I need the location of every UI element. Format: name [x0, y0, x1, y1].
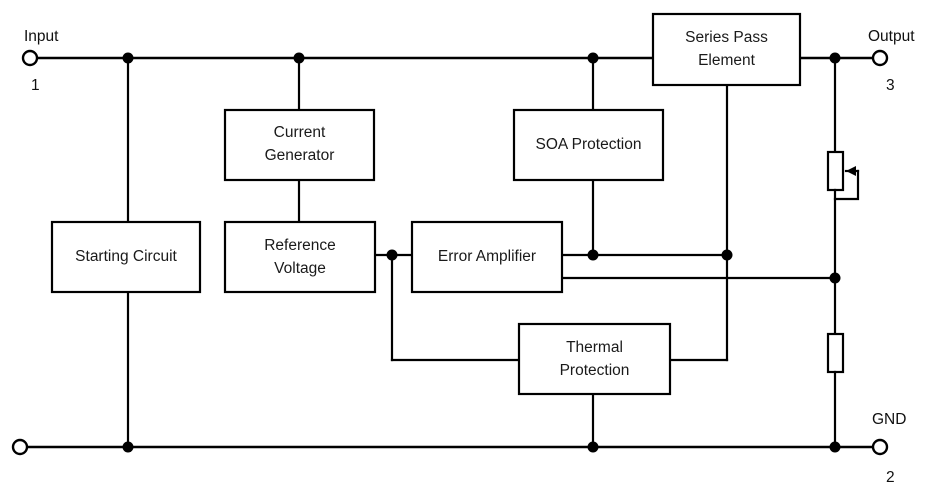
series-pass-element-label-line1: Series Pass	[685, 29, 768, 46]
block-starting-circuit[interactable]: Starting Circuit	[50, 220, 202, 294]
error-amplifier-label-line1: Error Amplifier	[438, 248, 536, 265]
output-terminal-circle[interactable]	[871, 49, 889, 67]
output-terminal-number: 3	[886, 77, 895, 94]
series-pass-element-label-line2: Element	[698, 52, 756, 69]
output-terminal-label: Output	[868, 28, 915, 45]
junction-soa-drive-node	[587, 249, 599, 261]
trimmer-wiper-return-wire	[833, 169, 860, 201]
thermal-protection-label-line2: Protection	[560, 362, 630, 379]
block-reference-voltage[interactable]: Reference Voltage	[223, 220, 377, 294]
input-rail-group	[21, 49, 653, 67]
series-pass-element-box[interactable]	[651, 12, 802, 87]
current-generator-label-line2: Generator	[265, 147, 335, 164]
thermal-protection-box[interactable]	[517, 322, 672, 396]
soa-protection-label-line1: SOA Protection	[536, 136, 642, 153]
input-terminal-number: 1	[31, 77, 40, 94]
starting-circuit-label-line1: Starting Circuit	[75, 248, 177, 265]
block-series-pass-element[interactable]: Series Pass Element	[651, 12, 802, 87]
soa-protection-box[interactable]	[512, 108, 665, 182]
gnd-terminal-circle-left[interactable]	[11, 438, 29, 456]
upper-resistor-body	[826, 150, 845, 192]
lower-resistor-body	[826, 332, 845, 374]
starting-circuit-box[interactable]	[50, 220, 202, 294]
input-terminal-label: Input	[24, 28, 59, 45]
block-error-amplifier[interactable]: Error Amplifier	[410, 220, 564, 294]
gnd-rail-group	[11, 438, 889, 456]
block-current-generator[interactable]: Current Generator	[223, 108, 376, 182]
block-thermal-protection[interactable]: Thermal Protection	[517, 322, 672, 396]
block-soa-protection[interactable]: SOA Protection	[512, 108, 665, 182]
gnd-terminal-label: GND	[872, 411, 906, 428]
error-amplifier-box[interactable]	[410, 220, 564, 294]
thermal-protection-label-line1: Thermal	[566, 339, 623, 356]
input-terminal-circle[interactable]	[21, 49, 39, 67]
current-generator-box[interactable]	[223, 108, 376, 182]
reference-voltage-label-line1: Reference	[264, 237, 336, 254]
junction-series-pass-drive-node	[721, 249, 733, 261]
reference-voltage-box[interactable]	[223, 220, 377, 294]
trimmer-wiper-arrowhead	[846, 166, 856, 176]
reference-voltage-label-line2: Voltage	[274, 260, 326, 277]
current-generator-label-line1: Current	[274, 124, 326, 141]
gnd-terminal-number: 2	[886, 469, 895, 486]
output-rail-group	[800, 49, 889, 67]
gnd-terminal-circle-right[interactable]	[871, 438, 889, 456]
